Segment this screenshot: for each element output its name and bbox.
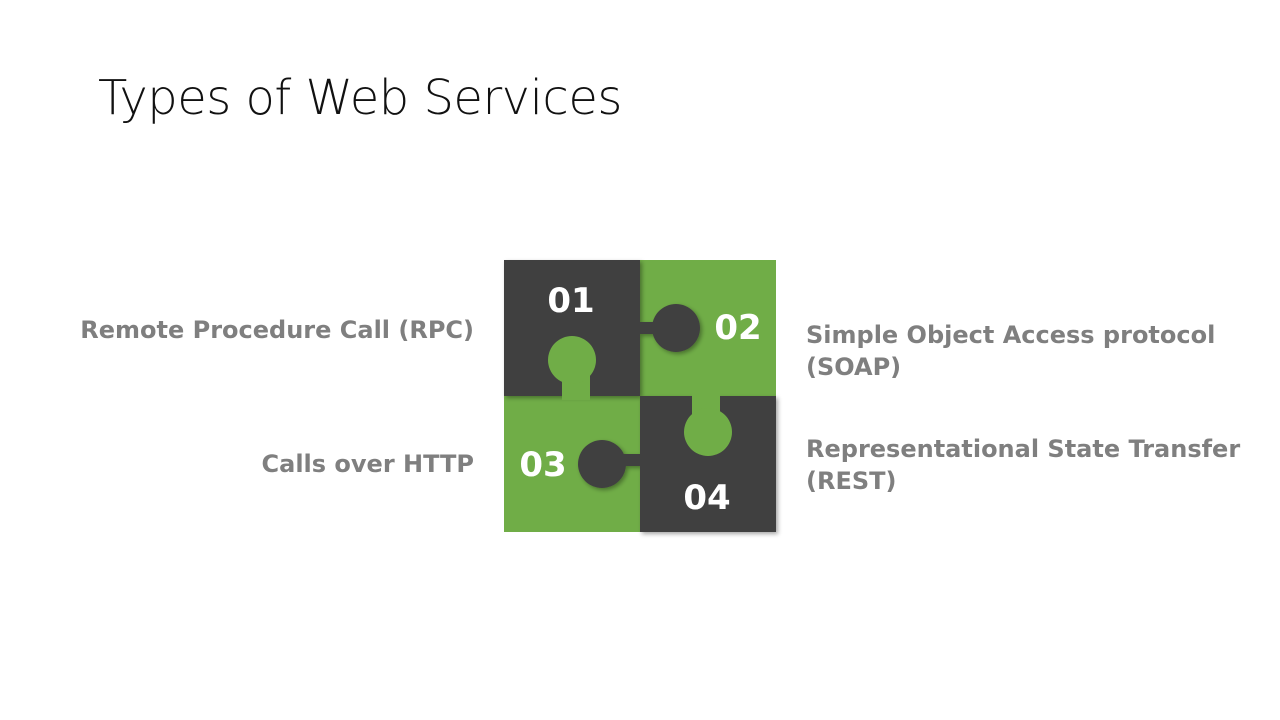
label-rpc-line-1: Remote Procedure Call (RPC)	[80, 316, 474, 344]
puzzle-number-03: 03	[519, 445, 566, 485]
label-rest: Representational State Transfer (REST)	[806, 433, 1240, 497]
label-soap-line-1: Simple Object Access protocol	[806, 321, 1216, 349]
label-rest-line-1: Representational State Transfer	[806, 435, 1241, 463]
puzzle-number-02: 02	[714, 308, 761, 348]
label-rest-line-2: (REST)	[806, 467, 897, 495]
puzzle-number-04: 04	[683, 478, 730, 518]
puzzle-number-01: 01	[547, 281, 594, 321]
puzzle-knob-02-down	[684, 390, 732, 456]
puzzle-diagram: 01 02 03 04	[504, 260, 776, 532]
label-http: Calls over HTTP	[262, 448, 474, 480]
label-soap-line-2: (SOAP)	[806, 353, 902, 381]
puzzle-knob-03-up	[548, 336, 596, 400]
label-http-line-1: Calls over HTTP	[261, 450, 474, 478]
label-soap: Simple Object Access protocol (SOAP)	[806, 319, 1215, 383]
label-rpc: Remote Procedure Call (RPC)	[80, 314, 474, 346]
slide-title: Types of Web Services	[98, 70, 622, 126]
